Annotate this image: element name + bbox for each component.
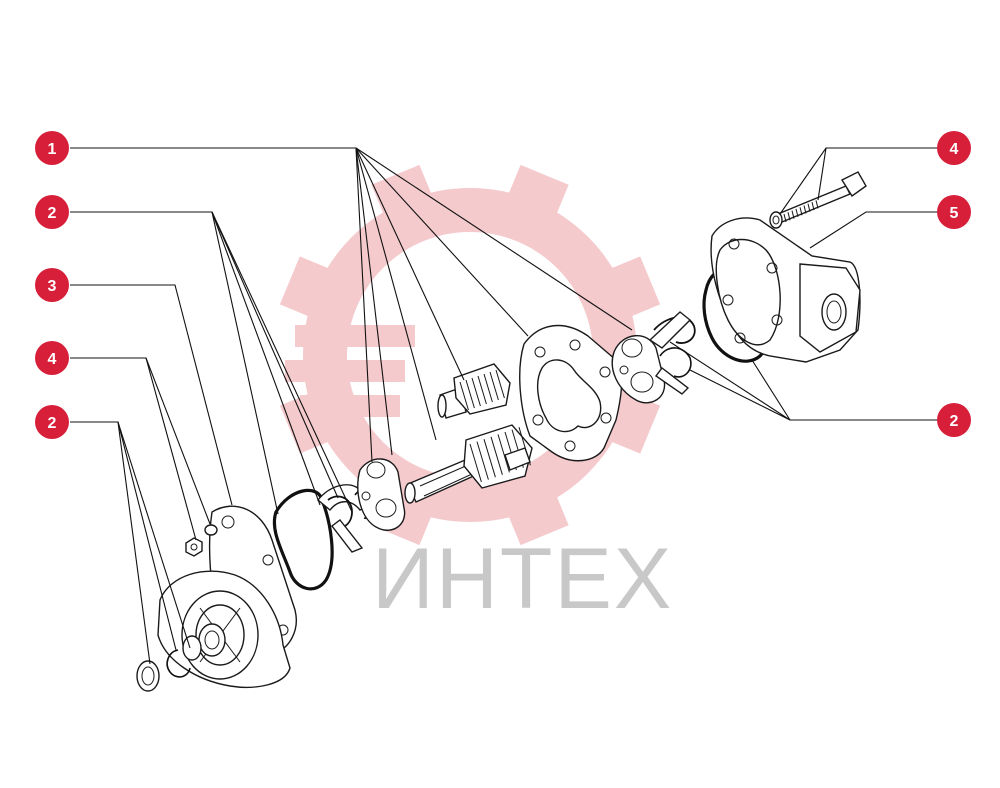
end-cover-assembly [136, 505, 297, 692]
drive-gear-shaft [404, 424, 533, 504]
seal-ring-set-right [648, 311, 696, 395]
watermark-text: ИНТЕХ [372, 531, 673, 627]
callout-label: 2 [48, 205, 57, 222]
driven-gear [437, 363, 511, 419]
callout-badge [35, 341, 69, 375]
callout-badge [937, 403, 971, 437]
callout-left-5: 2 [35, 405, 69, 439]
callout-right-3: 2 [937, 403, 971, 437]
callout-left-3: 3 [35, 268, 69, 302]
callout-left-4: 4 [35, 341, 69, 375]
callout-label: 4 [48, 351, 57, 368]
callout-left-1: 1 [35, 131, 69, 165]
gear-housing-body [519, 324, 623, 462]
rear-housing [710, 217, 861, 363]
leader-lines [70, 147, 938, 665]
callout-badge [937, 131, 971, 165]
callout-badge [35, 405, 69, 439]
housing-bolt [769, 171, 867, 229]
callout-label: 3 [48, 278, 57, 295]
callout-badge [35, 131, 69, 165]
callout-left-2: 2 [35, 195, 69, 229]
wear-plate-left [357, 458, 406, 531]
callout-badge [35, 268, 69, 302]
callout-label: 1 [48, 141, 57, 158]
callout-right-2: 5 [937, 195, 971, 229]
callout-label: 5 [950, 205, 959, 222]
callout-label: 2 [48, 415, 57, 432]
cover-o-ring [272, 488, 334, 591]
callout-label: 2 [950, 413, 959, 430]
callout-badge [35, 195, 69, 229]
callout-right-1: 4 [937, 131, 971, 165]
callout-badge [937, 195, 971, 229]
wear-plate-right [611, 334, 666, 404]
callout-label: 4 [950, 141, 959, 158]
